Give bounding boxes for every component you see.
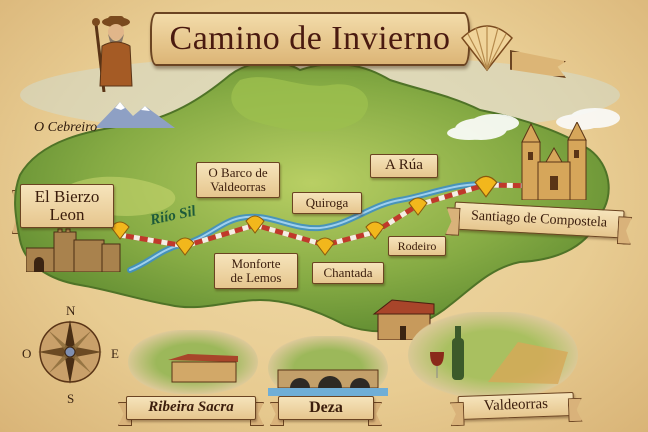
vignette-label: Valdeorras — [483, 396, 549, 415]
stop-label-line1: Quiroga — [305, 195, 349, 211]
stop-label-line2: de Lemos — [230, 270, 282, 285]
region-label-o-cebreiro: O Cebreiro — [34, 120, 98, 135]
stop-label-line2: Leon — [49, 205, 85, 224]
title-banner: Camino de Invierno — [150, 12, 470, 66]
compass-east: E — [111, 346, 119, 361]
scallop-shell-marker-icon[interactable] — [315, 236, 335, 256]
scallop-shell-marker-icon[interactable] — [365, 220, 385, 240]
pilgrim-icon — [88, 12, 136, 93]
scallop-shell-marker-icon[interactable] — [245, 214, 265, 234]
stop-label-line1: El Bierzo — [34, 187, 100, 207]
compass-west: O — [22, 346, 32, 361]
vignette-label-valdeorras[interactable]: Valdeorras — [457, 391, 575, 421]
compass-rose-icon — [36, 318, 104, 386]
scallop-shell-marker-icon[interactable] — [474, 174, 498, 198]
wine-icon — [408, 312, 578, 398]
vignette-label: Ribeira Sacra — [148, 399, 234, 416]
vignette-label: Deza — [309, 398, 343, 416]
monastery-icon — [128, 330, 258, 394]
cloud-icon — [570, 108, 620, 128]
stop-label-rodeiro[interactable]: Rodeiro — [388, 236, 446, 256]
stop-label-monforte[interactable]: Monforte de Lemos — [214, 253, 298, 289]
stop-label-o-barco[interactable]: O Barco de Valdeorras — [196, 162, 280, 198]
map-title: Camino de Invierno — [169, 20, 451, 57]
stop-label-chantada[interactable]: Chantada — [312, 262, 384, 284]
stop-label-line1: Santiago de Compostela — [470, 208, 608, 231]
compass-south: S — [67, 391, 75, 406]
scallop-shell-icon — [458, 20, 516, 72]
stop-label-el-bierzo[interactable]: El Bierzo Leon — [20, 184, 114, 228]
cathedral-icon — [518, 120, 596, 201]
stop-label-line1: Rodeiro — [397, 238, 437, 253]
stop-label-line1: A Rúa — [385, 157, 423, 174]
stop-label-a-rua[interactable]: A Rúa — [370, 154, 438, 178]
mountains-icon — [95, 98, 175, 128]
bridge-icon — [268, 336, 388, 400]
castle-icon — [25, 228, 122, 273]
stop-label-quiroga[interactable]: Quiroga — [292, 192, 362, 214]
compass-north: N — [66, 303, 76, 318]
stop-label-line1: Chantada — [323, 265, 373, 281]
stop-label-line2: Valdeorras — [210, 179, 266, 194]
scallop-shell-marker-icon[interactable] — [175, 236, 195, 256]
stop-label-line1: Monforte — [231, 256, 281, 272]
scallop-shell-marker-icon[interactable] — [408, 196, 428, 216]
vignette-label-deza[interactable]: Deza — [278, 396, 374, 420]
cloud-icon — [455, 118, 507, 140]
stop-label-line1: O Barco de — [208, 165, 268, 181]
vignette-label-ribeira-sacra[interactable]: Ribeira Sacra — [126, 396, 256, 420]
